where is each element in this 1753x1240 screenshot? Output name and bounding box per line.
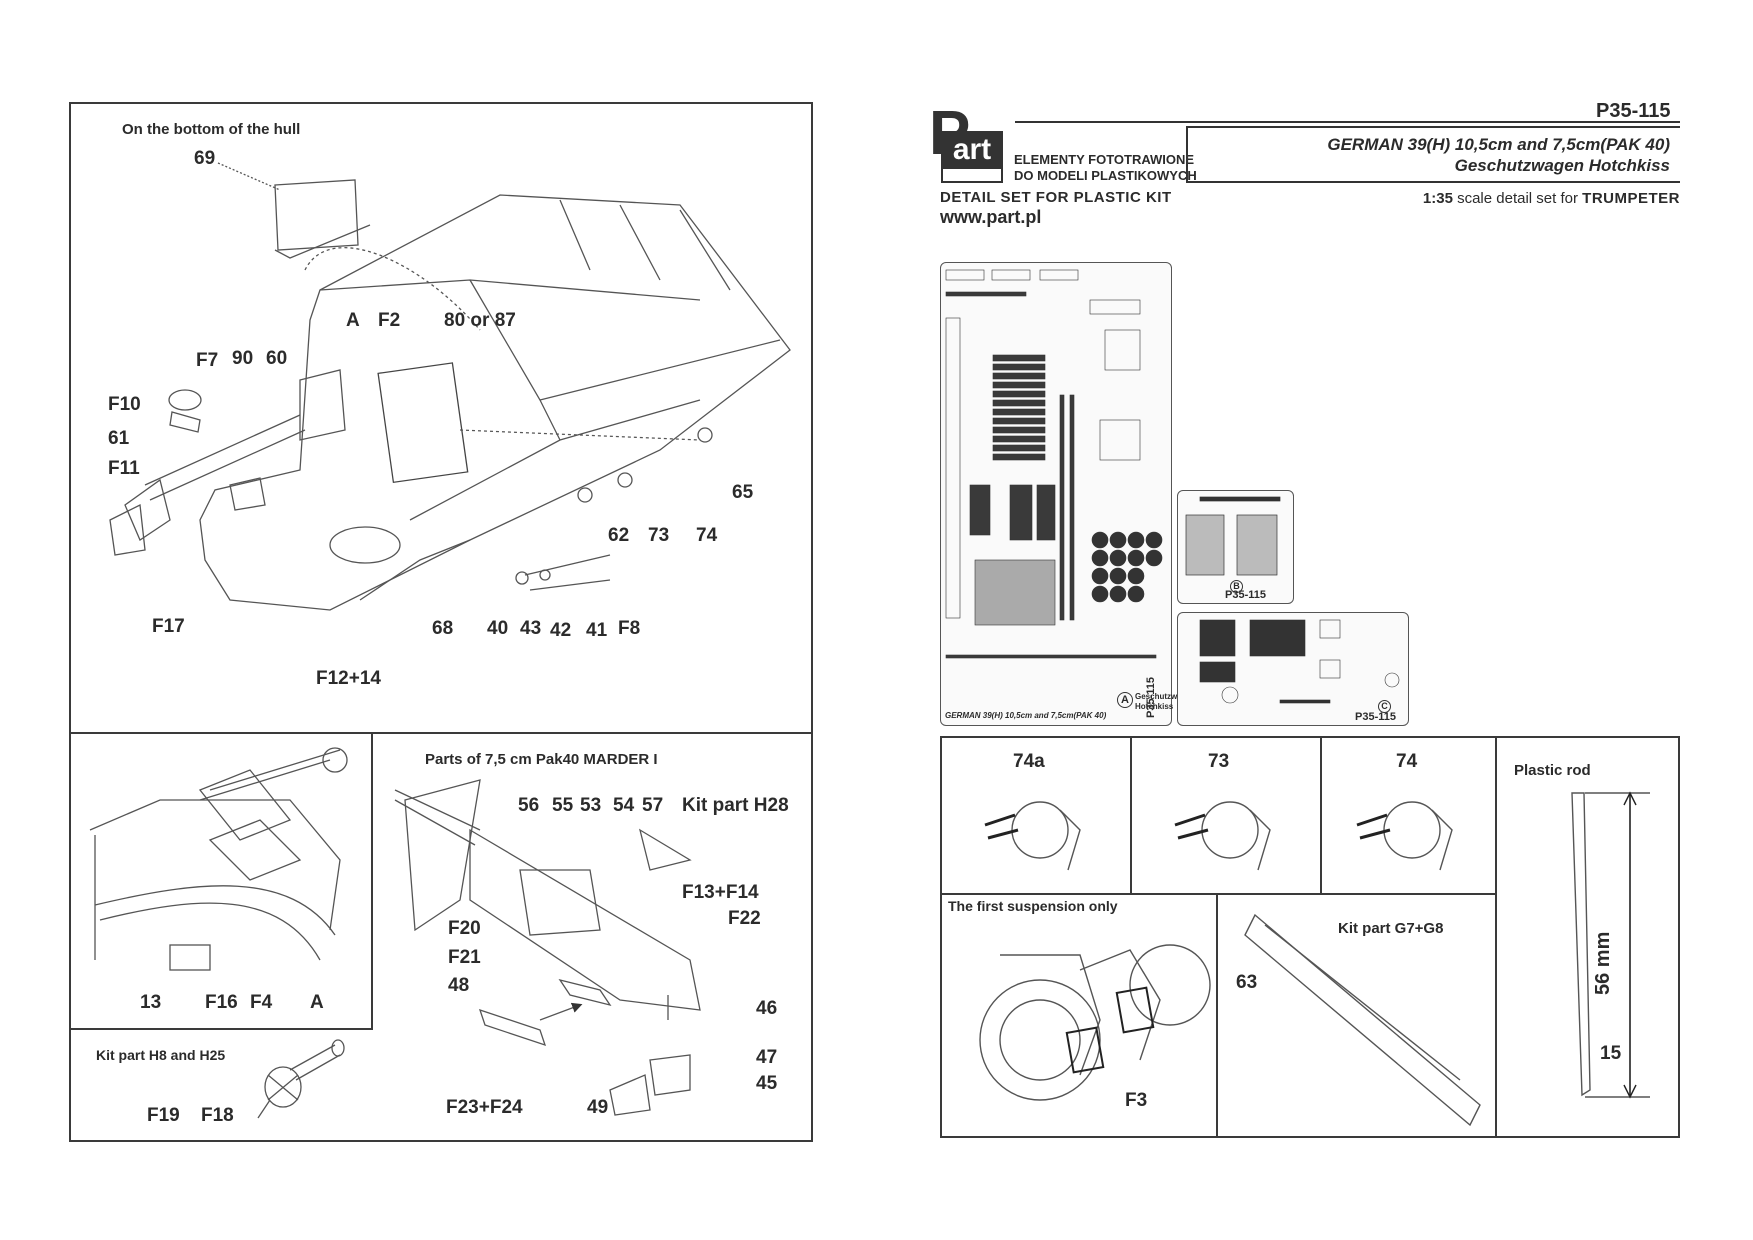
label-f17: F17	[152, 616, 185, 637]
label-f7: F7	[196, 350, 219, 371]
left-divider-vertical	[371, 732, 373, 1029]
sheet-a-letter: A	[1117, 692, 1133, 708]
right-divider-h	[940, 893, 1497, 895]
label-a: A	[346, 310, 360, 331]
fret-sheet-a	[940, 262, 1172, 726]
sheet-a-name-1: Geschutzwagen	[1135, 692, 1196, 701]
h8-caption: Kit part H8 and H25	[96, 1047, 226, 1063]
label-90: 90	[232, 348, 254, 369]
label-f18: F18	[201, 1105, 234, 1126]
sheet-b-code: P35-115	[1225, 589, 1266, 601]
label-f22: F22	[728, 908, 761, 929]
wheel-label-74: 74	[1396, 751, 1418, 772]
subtitle-pl-1: ELEMENTY FOTOTRAWIONE	[1014, 152, 1195, 167]
marder-caption: Parts of 7,5 cm Pak40 MARDER I	[425, 751, 658, 768]
hull-caption: On the bottom of the hull	[122, 121, 301, 138]
left-divider-horizontal	[69, 732, 813, 734]
rod-caption: Plastic rod	[1514, 762, 1591, 779]
label-f8: F8	[618, 618, 641, 639]
label-65: 65	[732, 482, 754, 503]
label-61: 61	[108, 428, 130, 449]
label-57: 57	[642, 795, 664, 816]
sheet-a-name-2: Hotchkiss	[1135, 702, 1174, 711]
label-40: 40	[487, 618, 509, 639]
scale-line: 1:35 scale detail set for TRUMPETER	[1300, 190, 1680, 207]
rod-dimension: 56 mm	[1592, 931, 1614, 995]
rod-part-15: 15	[1600, 1043, 1622, 1064]
label-f12-14: F12+14	[316, 668, 381, 689]
header-code: P35-115	[1596, 100, 1671, 122]
header-rule-top	[1015, 121, 1680, 123]
label-68: 68	[432, 618, 454, 639]
sheet-a-footer: GERMAN 39(H) 10,5cm and 7,5cm(PAK 40)	[945, 711, 1107, 720]
label-f16: F16	[205, 992, 238, 1013]
label-47: 47	[756, 1047, 778, 1068]
left-divider-horizontal-2	[69, 1028, 373, 1030]
label-a-detail: A	[310, 992, 324, 1013]
wheel-label-73: 73	[1208, 751, 1230, 772]
right-lower-frame	[940, 736, 1680, 1138]
label-kit-part-h28: Kit part H28	[682, 795, 789, 816]
website: www.part.pl	[940, 207, 1042, 227]
label-f23-f24: F23+F24	[446, 1097, 523, 1118]
label-f19: F19	[147, 1105, 180, 1126]
label-54: 54	[613, 795, 635, 816]
right-divider-1	[1130, 736, 1132, 894]
label-41: 41	[586, 620, 608, 641]
left-instruction-frame	[69, 102, 813, 1142]
label-56: 56	[518, 795, 540, 816]
logo-frame	[941, 131, 1003, 183]
sheet-a-code: P35-115	[1145, 677, 1157, 718]
sheet-b-letter: B	[1230, 580, 1243, 593]
sheet-c-code: P35-115	[1355, 711, 1396, 723]
label-f4: F4	[250, 992, 273, 1013]
label-f11: F11	[108, 458, 140, 479]
right-divider-3	[1495, 736, 1497, 1138]
label-f20: F20	[448, 918, 481, 939]
label-f2: F2	[378, 310, 401, 331]
part-logo: P art	[929, 103, 1005, 183]
label-42: 42	[550, 620, 572, 641]
label-80-or-87: 80 or 87	[444, 310, 516, 331]
title-line-2: Geschutzwagen Hotchkiss	[1454, 156, 1670, 175]
logo-art: art	[941, 131, 1003, 169]
g7-caption: Kit part G7+G8	[1338, 920, 1444, 937]
right-divider-4	[1216, 893, 1218, 1138]
label-13: 13	[140, 992, 162, 1013]
label-62: 62	[608, 525, 630, 546]
label-49: 49	[587, 1097, 609, 1118]
label-f10: F10	[108, 394, 141, 415]
title-box	[1186, 126, 1680, 183]
label-60: 60	[266, 348, 288, 369]
label-53: 53	[580, 795, 602, 816]
detail-set-label: DETAIL SET FOR PLASTIC KIT	[940, 189, 1172, 206]
wheel-label-74a: 74a	[1013, 751, 1045, 772]
suspension-caption: The first suspension only	[948, 898, 1118, 914]
label-f13-f14: F13+F14	[682, 882, 759, 903]
label-74: 74	[696, 525, 718, 546]
label-43: 43	[520, 618, 542, 639]
label-46: 46	[756, 998, 778, 1019]
label-69: 69	[194, 148, 216, 169]
label-45: 45	[756, 1073, 778, 1094]
subtitle-pl-2: DO MODELI PLASTIKOWYCH	[1014, 168, 1197, 183]
g7-part-63: 63	[1236, 972, 1258, 993]
label-f21: F21	[448, 947, 481, 968]
right-divider-2	[1320, 736, 1322, 894]
sheet-c-letter: C	[1378, 700, 1391, 713]
label-73: 73	[648, 525, 670, 546]
label-48: 48	[448, 975, 470, 996]
title-line-1: GERMAN 39(H) 10,5cm and 7,5cm(PAK 40)	[1327, 135, 1670, 154]
suspension-part-f3: F3	[1125, 1090, 1148, 1111]
scale-value: 1:35	[1422, 190, 1453, 207]
label-55: 55	[552, 795, 574, 816]
kit-brand: TRUMPETER	[1582, 190, 1680, 207]
fret-sheet-c	[1177, 612, 1409, 726]
scale-text: scale detail set for	[1452, 190, 1583, 207]
